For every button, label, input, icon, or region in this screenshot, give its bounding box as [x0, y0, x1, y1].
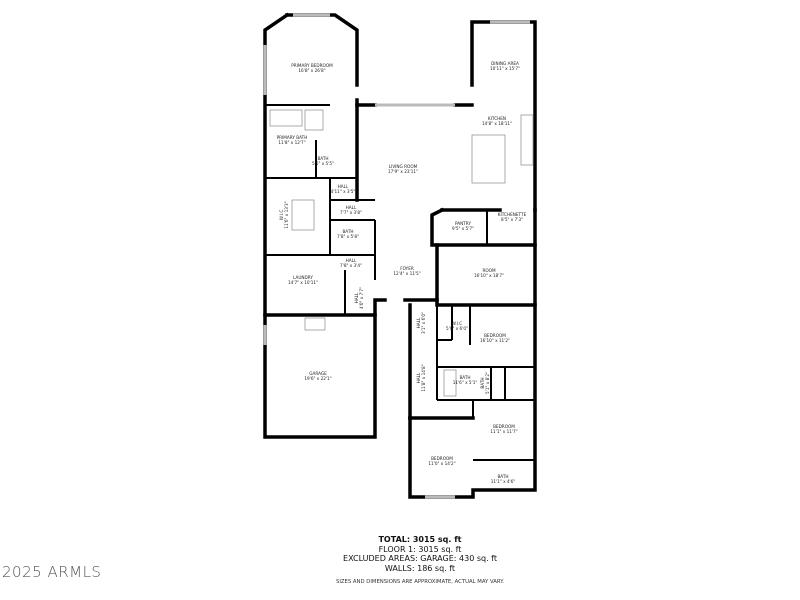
room-dims: 7'7" x 3'8" — [340, 210, 362, 215]
room-name: BEDROOM — [493, 424, 515, 429]
room-dims: 7'8" x 3'4" — [340, 263, 362, 268]
room-name: HALL — [416, 372, 421, 383]
room-dims: 7'8" x 5'8" — [337, 234, 359, 239]
room-name: BATH — [459, 375, 470, 380]
floor-area: FLOOR 1: 3015 sq. ft — [378, 544, 462, 554]
room-name: PRIMARY BATH — [277, 135, 308, 140]
room-dims: 12'4" x 11'5" — [393, 271, 420, 276]
room-name: BATH — [317, 156, 328, 161]
room-dims: 16'10" x 18'7" — [474, 273, 504, 278]
room-name: LAUNDRY — [293, 275, 313, 280]
room-name: GARAGE — [309, 371, 327, 376]
room-dims: 4'0" x 7'7" — [359, 287, 364, 309]
fixtures — [269, 109, 534, 397]
room-dims: 5'1" x 8'2" — [485, 372, 490, 394]
room-dims: 11'6" x 5'1" — [453, 380, 478, 385]
room-name: W.I.C — [279, 210, 284, 221]
room-dims: 11'8" x 14'8" — [421, 364, 426, 391]
watermark-logo: 2025 ARMLS — [2, 563, 102, 581]
room-dims: 9'5" x 5'7" — [452, 226, 474, 231]
excluded-area: EXCLUDED AREAS: GARAGE: 430 sq. ft — [343, 554, 497, 563]
room-labels: PRIMARY BEDROOM 16'8" x 26'8" DINING ARE… — [277, 61, 527, 484]
room-name: ROOM — [482, 268, 496, 273]
room-dims: 5'5" x 5'5" — [312, 161, 334, 166]
room-name: FOYER — [400, 266, 414, 271]
room-dims: 11'0" x 14'2" — [428, 461, 455, 466]
room-name: BEDROOM — [484, 333, 506, 338]
room-dims: 5'0" x 6'0" — [446, 326, 468, 331]
room-name: PANTRY — [455, 221, 471, 226]
room-name: W.I.C — [452, 321, 463, 326]
room-name: PRIMARY BEDROOM — [291, 63, 333, 68]
room-dims: 11'1" x 11'7" — [490, 429, 517, 434]
room-dims: 16'8" x 26'8" — [298, 68, 325, 73]
room-name: DINING AREA — [491, 61, 519, 66]
windows — [263, 13, 530, 499]
walls-area: WALLS: 186 sq. ft — [384, 563, 456, 573]
room-dims: 11'8" x 12'7" — [278, 140, 305, 145]
room-dims: 11'6" x 13'3" — [284, 201, 289, 228]
room-dims: 3'1" x 6'0" — [421, 312, 426, 334]
room-name: HALL — [416, 317, 421, 328]
room-name: BATH — [497, 474, 508, 479]
room-dims: 19'6" x 22'1" — [304, 376, 331, 381]
room-name: BATH — [480, 377, 485, 388]
room-dims: 4'11" x 3'5" — [331, 189, 356, 194]
room-dims: 14'8" x 18'11" — [482, 121, 512, 126]
room-dims: 16'10" x 11'2" — [480, 338, 510, 343]
room-name: HALL — [346, 205, 357, 210]
room-name: LIVING ROOM — [389, 164, 418, 169]
room-dims: 8'5" x 7'3" — [501, 217, 523, 222]
room-name: KITCHEN — [488, 116, 506, 121]
area-summary: TOTAL: 3015 sq. ft FLOOR 1: 3015 sq. ft … — [300, 535, 540, 573]
room-name: HALL — [346, 258, 357, 263]
total-area: TOTAL: 3015 sq. ft — [378, 535, 462, 544]
room-name: BATH — [342, 229, 353, 234]
room-name: BEDROOM — [431, 456, 453, 461]
room-name: HALL — [338, 184, 349, 189]
room-dims: 14'7" x 10'11" — [288, 280, 318, 285]
room-name: HALL — [354, 292, 359, 303]
room-dims: 10'11" x 15'7" — [490, 66, 520, 71]
room-dims: 11'1" x 4'6" — [491, 479, 516, 484]
room-dims: 17'9" x 23'11" — [388, 169, 418, 174]
disclaimer: SIZES AND DIMENSIONS ARE APPROXIMATE, AC… — [335, 579, 505, 585]
room-name: KITCHENETTE — [498, 212, 527, 217]
